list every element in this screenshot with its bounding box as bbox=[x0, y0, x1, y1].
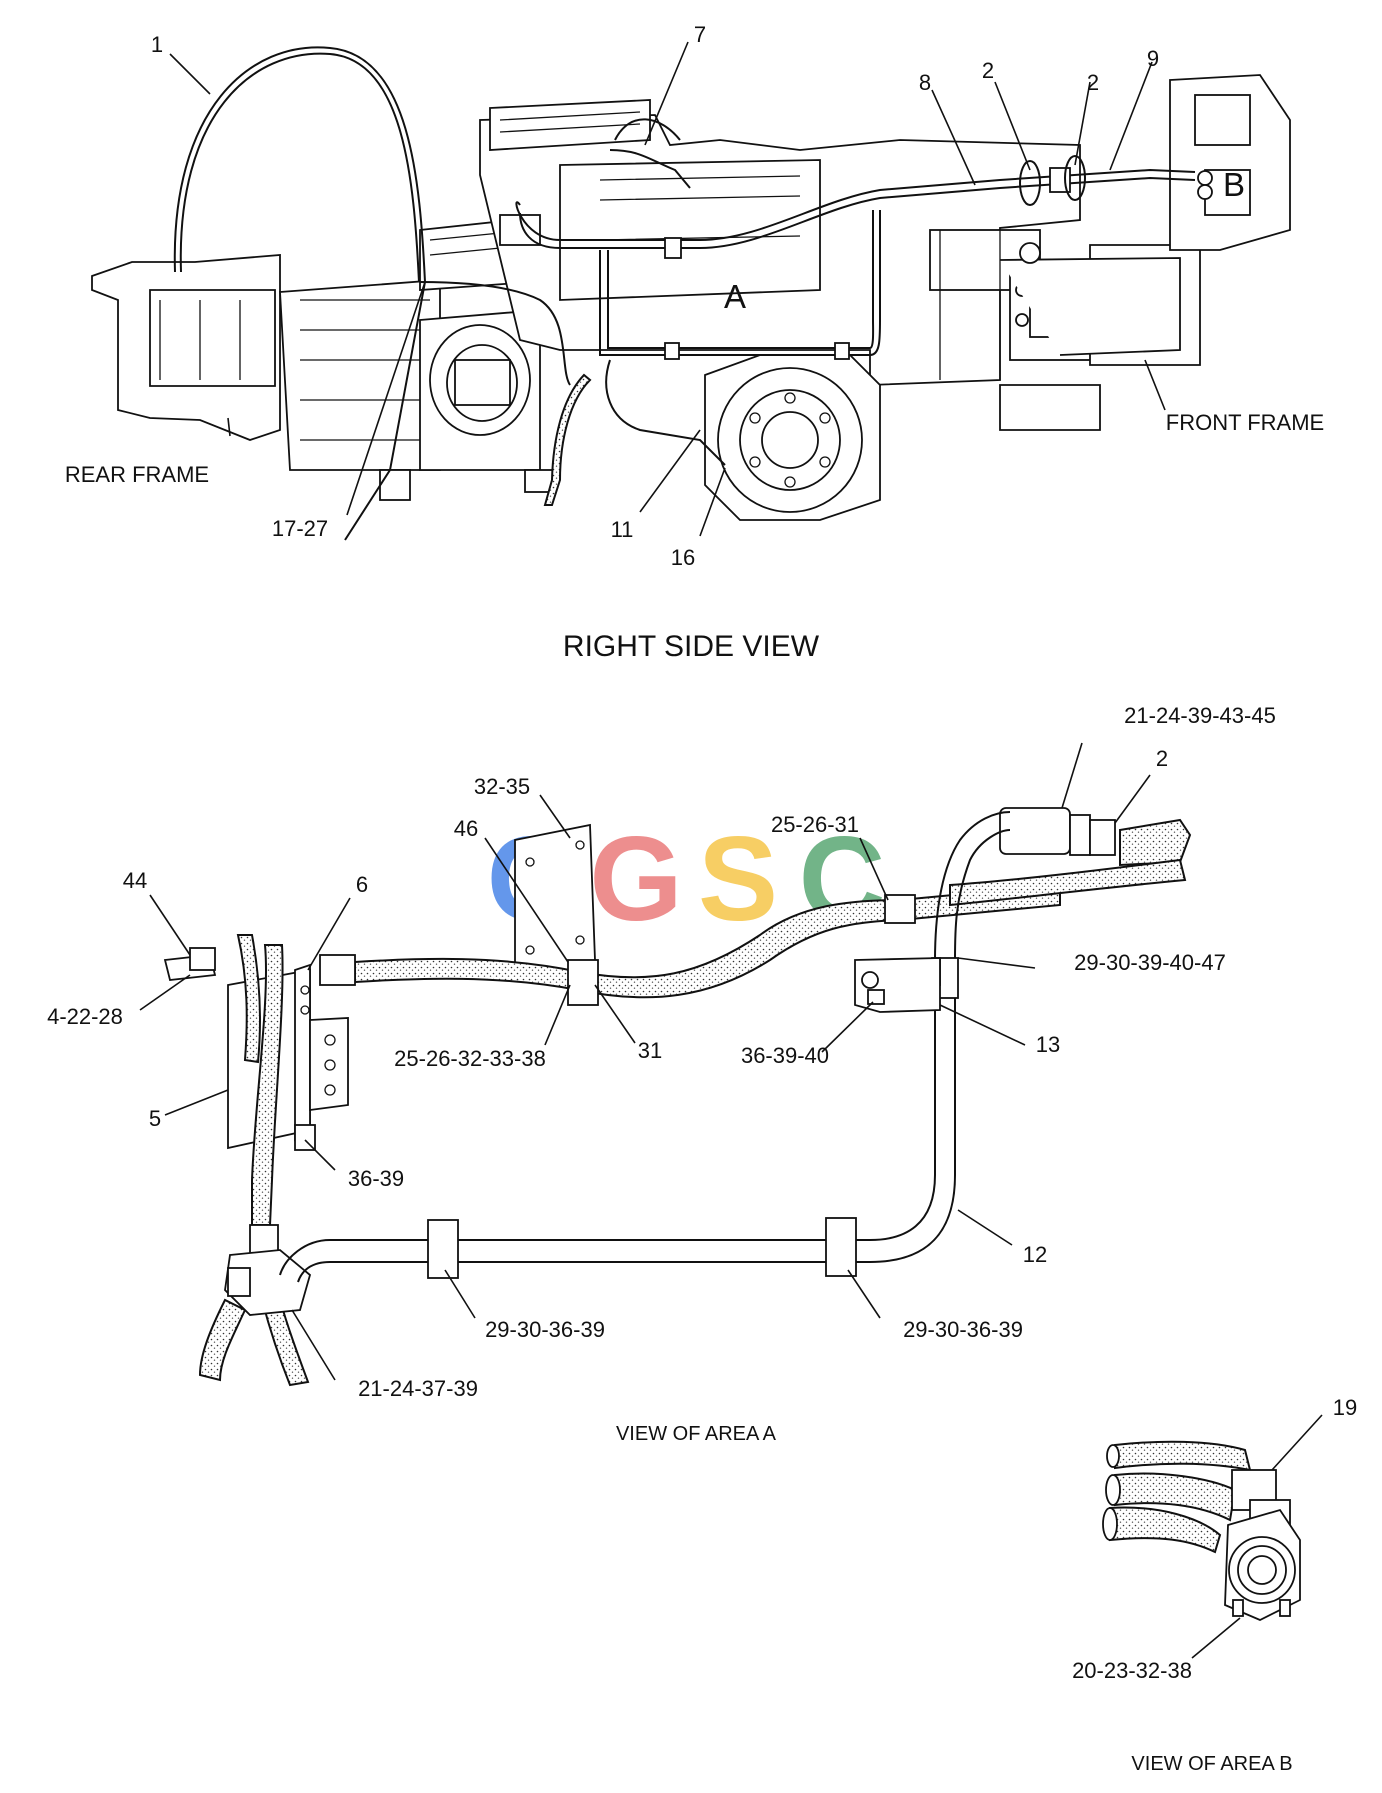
steel-tube bbox=[279, 960, 936, 1276]
right-side-view-title: RIGHT SIDE VIEW bbox=[563, 630, 820, 663]
callout-6: 6 bbox=[356, 872, 368, 897]
right-side-view: 1 7 8 2 2 9 17-27 11 16 REAR FRAME FRONT… bbox=[65, 22, 1324, 663]
callout-16: 16 bbox=[671, 545, 695, 570]
area-a-leaders bbox=[139, 742, 1151, 1381]
view-of-area-a: C G S C bbox=[47, 703, 1276, 1445]
hose-b-lower bbox=[1109, 1506, 1222, 1554]
rear-frame-drawing bbox=[91, 213, 561, 501]
callout-4-22-28: 4-22-28 bbox=[47, 1004, 123, 1029]
callout-31: 31 bbox=[638, 1038, 662, 1063]
callout-29-30-36-39-right: 29-30-36-39 bbox=[903, 1317, 1023, 1342]
watermark-letter-2: G bbox=[589, 812, 682, 946]
callout-19: 19 bbox=[1333, 1395, 1357, 1420]
callout-36-39-left: 36-39 bbox=[348, 1166, 404, 1191]
callout-5: 5 bbox=[149, 1106, 161, 1131]
callout-9: 9 bbox=[1147, 46, 1159, 71]
watermark-letter-3: S bbox=[698, 812, 778, 946]
side-view-lines bbox=[173, 46, 1213, 541]
callout-29-30-36-39-left: 29-30-36-39 bbox=[485, 1317, 605, 1342]
callout-13: 13 bbox=[1036, 1032, 1060, 1057]
hose-return bbox=[949, 858, 1187, 907]
callout-21-24-39-43-45: 21-24-39-43-45 bbox=[1124, 703, 1276, 728]
callout-46: 46 bbox=[454, 816, 478, 841]
hose-vertical-left-2 bbox=[236, 934, 261, 1064]
callout-29-30-39-40-47: 29-30-39-40-47 bbox=[1074, 950, 1226, 975]
callout-2-first: 2 bbox=[982, 58, 994, 83]
view-of-area-a-title: VIEW OF AREA A bbox=[616, 1423, 777, 1445]
callout-11: 11 bbox=[611, 517, 634, 542]
view-of-area-b-title: VIEW OF AREA B bbox=[1131, 1753, 1292, 1775]
hose-bottom-left-2 bbox=[260, 1299, 310, 1387]
area-marker-b: B bbox=[1223, 166, 1245, 203]
callout-44: 44 bbox=[123, 868, 147, 893]
callout-12: 12 bbox=[1023, 1242, 1047, 1267]
callout-2-second: 2 bbox=[1087, 70, 1099, 95]
front-frame-drawing bbox=[479, 74, 1291, 431]
callout-25-26-32-33-38: 25-26-32-33-38 bbox=[394, 1046, 546, 1071]
callout-1: 1 bbox=[151, 32, 163, 57]
rear-frame-label: REAR FRAME bbox=[65, 462, 209, 487]
hose-upper-right bbox=[1119, 818, 1192, 867]
callout-17-27: 17-27 bbox=[272, 516, 328, 541]
callout-21-24-37-39: 21-24-37-39 bbox=[358, 1376, 478, 1401]
callout-2-area-a: 2 bbox=[1156, 746, 1168, 771]
callout-36-39-40: 36-39-40 bbox=[741, 1043, 829, 1068]
callout-25-26-31: 25-26-31 bbox=[771, 812, 859, 837]
side-view-leaders bbox=[169, 41, 1166, 537]
hose-b-upper bbox=[1114, 1440, 1252, 1472]
callout-20-23-32-38: 20-23-32-38 bbox=[1072, 1658, 1192, 1683]
callout-8: 8 bbox=[919, 70, 931, 95]
callout-7: 7 bbox=[694, 22, 706, 47]
hose-bottom-left bbox=[198, 1298, 247, 1382]
front-frame-label: FRONT FRAME bbox=[1166, 410, 1324, 435]
view-of-area-b: 19 20-23-32-38 VIEW OF AREA B bbox=[1072, 1395, 1357, 1775]
area-marker-a: A bbox=[724, 278, 746, 315]
axle-hub-drawing bbox=[704, 354, 881, 521]
callout-32-35: 32-35 bbox=[474, 774, 530, 799]
